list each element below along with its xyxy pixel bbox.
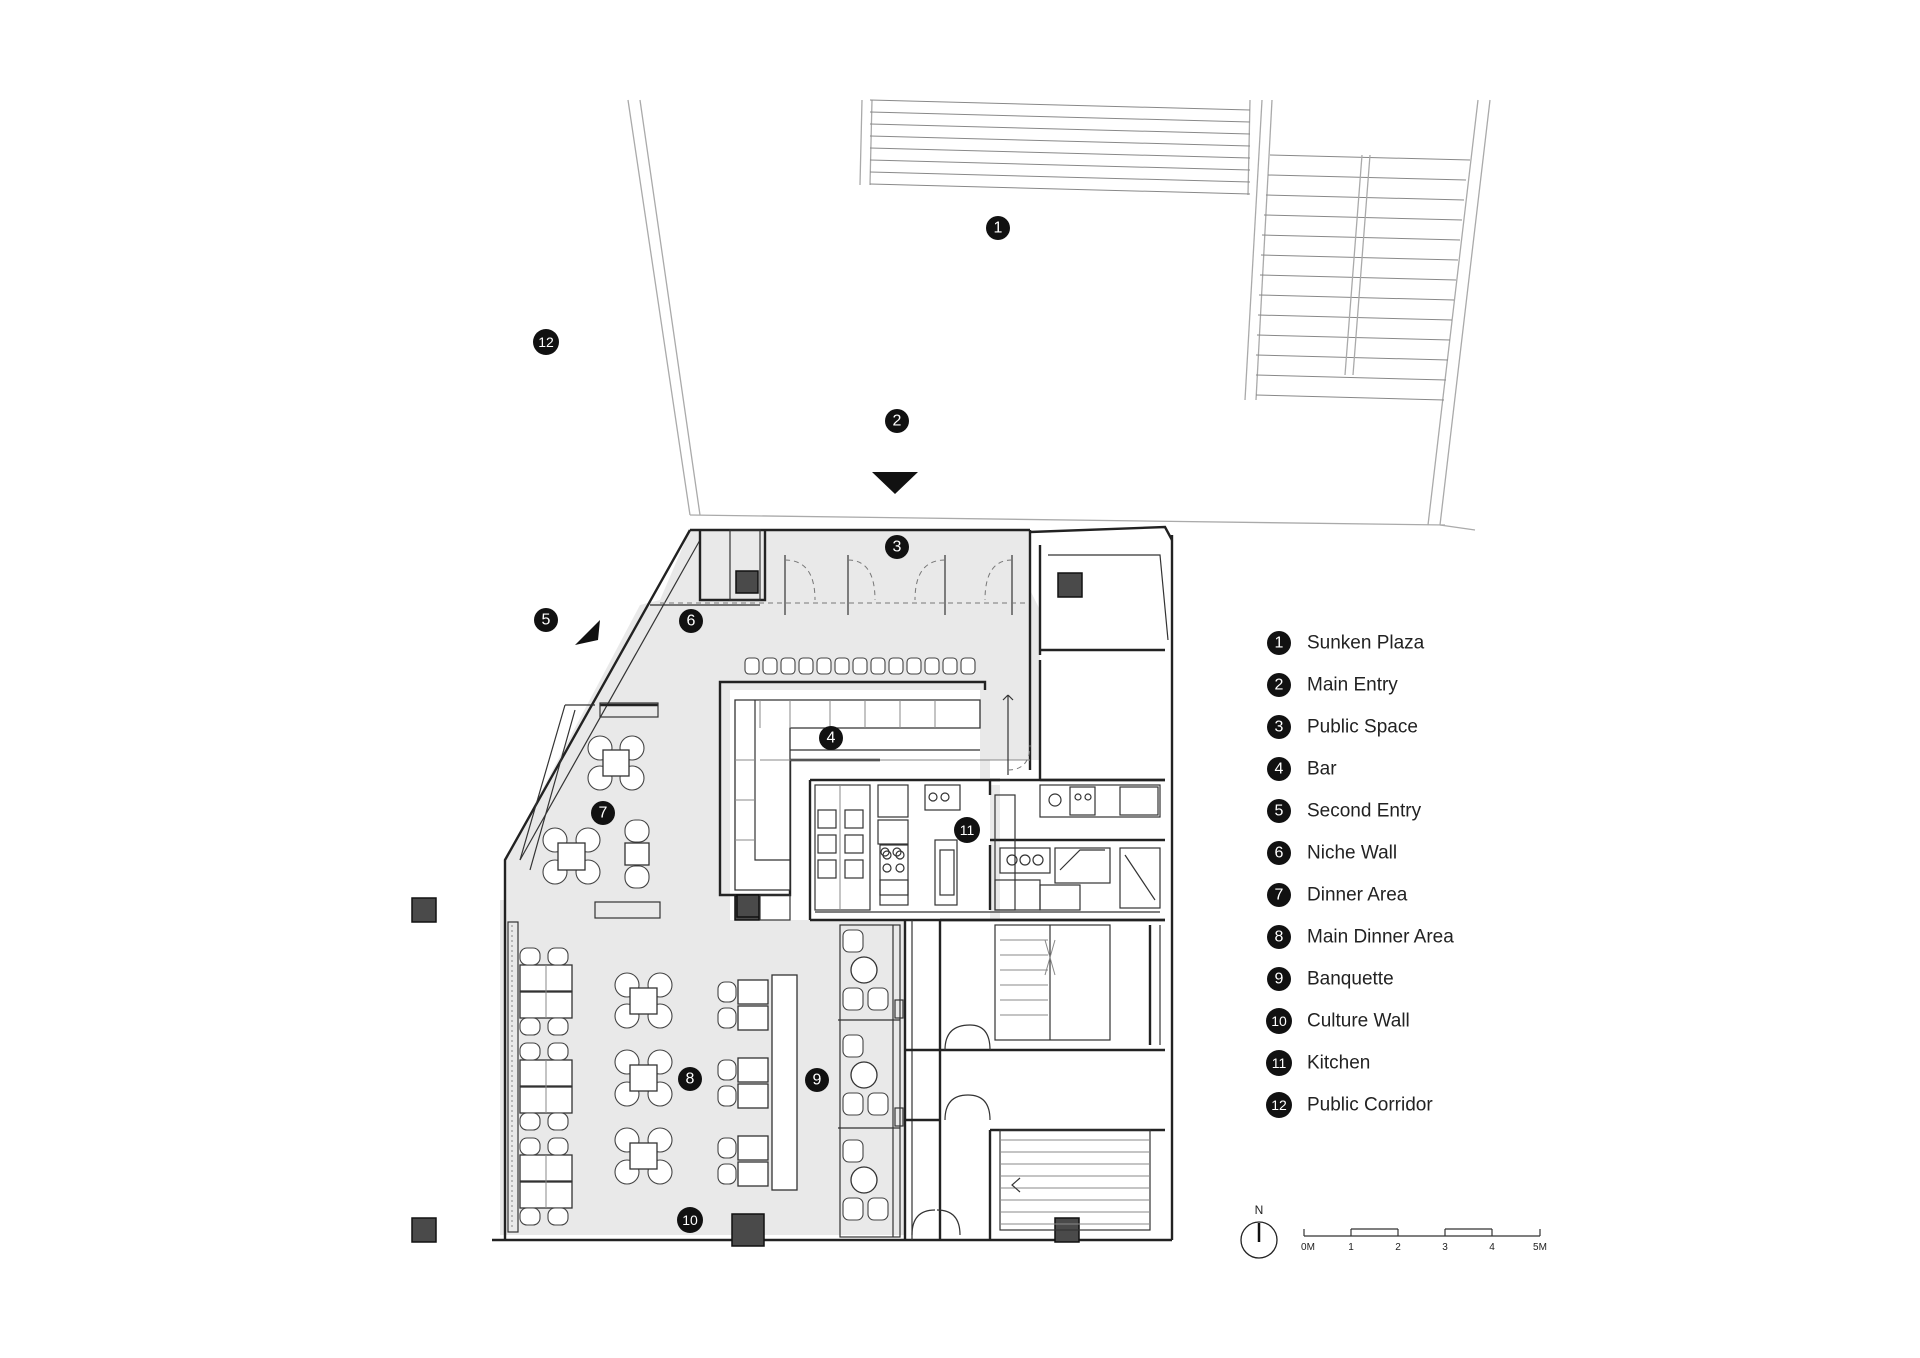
callout-12: 12 xyxy=(533,329,559,355)
stair-right-treads xyxy=(1255,154,1471,401)
legend-badge-12: 12 xyxy=(1266,1092,1292,1118)
svg-text:6: 6 xyxy=(1275,845,1284,862)
svg-text:12: 12 xyxy=(1271,1097,1287,1113)
legend-badge-10: 10 xyxy=(1266,1008,1292,1034)
legend-badge-7: 7 xyxy=(1267,883,1291,907)
svg-text:8: 8 xyxy=(1275,929,1284,946)
north-arrow-icon: N xyxy=(1240,1203,1278,1259)
callout-2: 2 xyxy=(885,409,909,433)
legend-badge-8: 8 xyxy=(1267,925,1291,949)
main-dinner-furniture xyxy=(507,921,798,1233)
scale-label-4: 4 xyxy=(1489,1242,1495,1253)
callout-11: 11 xyxy=(954,817,980,843)
svg-text:9: 9 xyxy=(813,1072,822,1089)
kitchen-equipment xyxy=(814,784,1161,911)
legend-label-4: Bar xyxy=(1307,759,1337,780)
svg-text:4: 4 xyxy=(827,730,836,747)
legend-badge-2: 2 xyxy=(1267,673,1291,697)
callout-9: 9 xyxy=(805,1068,829,1092)
callout-8: 8 xyxy=(678,1067,702,1091)
banquette-furniture xyxy=(838,924,904,1238)
legend-badge-11: 11 xyxy=(1266,1050,1292,1076)
main-entry-arrow-icon xyxy=(872,472,918,494)
stair-core xyxy=(911,924,1151,1236)
scale-label-1: 1 xyxy=(1348,1242,1354,1253)
scale-label-2: 2 xyxy=(1395,1242,1401,1253)
svg-text:11: 11 xyxy=(960,822,975,838)
svg-text:2: 2 xyxy=(1275,677,1284,694)
svg-text:7: 7 xyxy=(599,805,608,822)
second-entry-arrow-icon xyxy=(575,620,600,645)
legend-label-6: Niche Wall xyxy=(1307,843,1397,864)
north-label: N xyxy=(1255,1203,1264,1217)
svg-text:9: 9 xyxy=(1275,971,1284,988)
svg-text:6: 6 xyxy=(687,613,696,630)
scale-label-0: 0M xyxy=(1301,1242,1315,1253)
svg-text:12: 12 xyxy=(538,334,554,350)
svg-text:5: 5 xyxy=(1275,803,1284,820)
callout-4: 4 xyxy=(819,726,843,750)
legend-label-8: Main Dinner Area xyxy=(1307,927,1454,948)
stair-left-treads xyxy=(869,99,1251,195)
scale-label-3: 3 xyxy=(1442,1242,1448,1253)
scale-bar: 0M 1 2 3 4 5M xyxy=(1301,1228,1547,1253)
bar-counter xyxy=(718,657,1031,921)
svg-text:7: 7 xyxy=(1275,887,1284,904)
legend-badge-5: 5 xyxy=(1267,799,1291,823)
legend: 1 Sunken Plaza 2 Main Entry 3 Public Spa… xyxy=(1266,631,1454,1118)
legend-label-11: Kitchen xyxy=(1307,1053,1370,1074)
legend-label-5: Second Entry xyxy=(1307,801,1422,822)
callout-7: 7 xyxy=(591,801,615,825)
legend-badge-3: 3 xyxy=(1267,715,1291,739)
svg-text:1: 1 xyxy=(994,220,1003,237)
legend-badge-6: 6 xyxy=(1267,841,1291,865)
callout-3: 3 xyxy=(885,535,909,559)
legend-label-12: Public Corridor xyxy=(1307,1095,1433,1116)
legend-label-1: Sunken Plaza xyxy=(1307,633,1425,654)
walls xyxy=(492,525,1174,1242)
svg-text:8: 8 xyxy=(686,1071,695,1088)
callout-6: 6 xyxy=(679,609,703,633)
entry-doors xyxy=(660,555,1025,615)
svg-text:4: 4 xyxy=(1275,761,1284,778)
legend-label-3: Public Space xyxy=(1307,717,1418,738)
callout-1: 1 xyxy=(986,216,1010,240)
legend-badge-4: 4 xyxy=(1267,757,1291,781)
svg-text:10: 10 xyxy=(682,1212,698,1228)
callout-5: 5 xyxy=(534,608,558,632)
callout-10: 10 xyxy=(677,1207,703,1233)
dinner-area-furniture xyxy=(519,702,661,919)
scale-label-5: 5M xyxy=(1533,1242,1547,1253)
svg-text:3: 3 xyxy=(1275,719,1284,736)
svg-text:1: 1 xyxy=(1275,635,1284,652)
svg-text:10: 10 xyxy=(1271,1013,1287,1029)
svg-text:5: 5 xyxy=(542,612,551,629)
legend-label-2: Main Entry xyxy=(1307,675,1398,696)
legend-label-10: Culture Wall xyxy=(1307,1011,1410,1032)
legend-label-9: Banquette xyxy=(1307,969,1394,990)
svg-text:11: 11 xyxy=(1272,1055,1287,1071)
svg-text:2: 2 xyxy=(893,413,902,430)
sunken-plaza-outline xyxy=(627,99,1491,531)
legend-badge-9: 9 xyxy=(1267,967,1291,991)
legend-badge-1: 1 xyxy=(1267,631,1291,655)
svg-text:3: 3 xyxy=(893,539,902,556)
legend-label-7: Dinner Area xyxy=(1307,885,1408,906)
